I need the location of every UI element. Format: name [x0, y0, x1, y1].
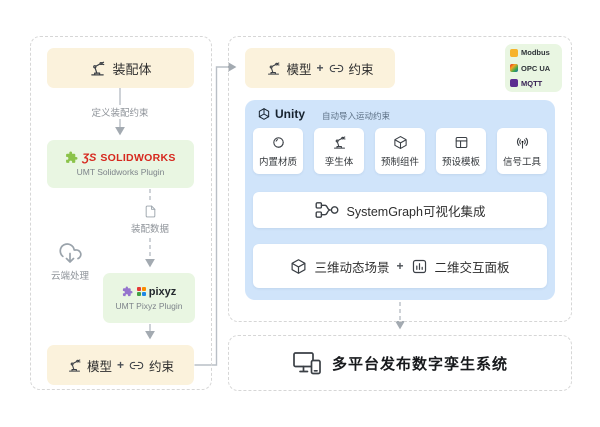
module-prefab-components: 预制组件	[375, 128, 425, 174]
bar-chart-icon	[411, 258, 428, 275]
solidworks-plugin-box: ƷS SOLIDWORKS UMT Solidworks Plugin	[47, 140, 194, 188]
solidworks-logo-text: SOLIDWORKS	[100, 151, 176, 164]
module-label: 信号工具	[502, 156, 541, 168]
constraint-label: 约束	[348, 62, 374, 77]
robot-arm-icon	[332, 135, 347, 150]
scene-3d-label: 三维动态场景	[314, 260, 390, 275]
material-sphere-icon	[271, 135, 286, 150]
module-built-in-materials: 内置材质	[253, 128, 303, 174]
model-constraint-output-box: 模型 + 约束	[47, 345, 194, 385]
solidworks-plugin-subtitle: UMT Solidworks Plugin	[76, 167, 165, 177]
puzzle-icon	[122, 286, 133, 297]
robot-arm-icon	[89, 60, 106, 77]
protocol-label: MQTT	[521, 78, 543, 88]
module-signal-tools: 信号工具	[497, 128, 547, 174]
modbus-icon	[510, 48, 518, 57]
panel-2d-label: 二维交互面板	[434, 260, 510, 275]
model-constraint-input-box: 模型 + 约束	[245, 48, 395, 88]
publish-label: 多平台发布数字孪生系统	[331, 355, 508, 373]
link-icon	[329, 61, 344, 76]
solidworks-logo: ƷS SOLIDWORKS	[65, 151, 175, 164]
plus-sign: +	[396, 259, 404, 273]
protocol-modbus: Modbus	[505, 46, 562, 59]
puzzle-icon	[65, 151, 78, 164]
mqtt-icon	[510, 79, 518, 88]
module-label: 预制组件	[380, 156, 419, 168]
robot-arm-icon	[67, 358, 82, 373]
cloud-download-icon	[58, 241, 82, 265]
constraint-label: 约束	[149, 359, 175, 374]
auto-import-note: 自动导入运动约束	[322, 111, 391, 121]
protocol-label: Modbus	[521, 48, 550, 58]
pixyz-plugin-box: pixyz UMT Pixyz Plugin	[103, 273, 195, 323]
cube-icon	[290, 258, 307, 275]
unity-logo-text: Unity	[275, 107, 305, 121]
multi-device-icon	[292, 350, 322, 376]
assembly-data-label: 装配数据	[130, 224, 169, 235]
model-label: 模型	[286, 62, 312, 77]
module-label: 内置材质	[258, 156, 297, 168]
right-panel	[228, 36, 572, 322]
module-label: 孪生体	[324, 156, 354, 168]
link-icon	[129, 358, 144, 373]
module-digital-twin: 孪生体	[314, 128, 364, 174]
node-graph-icon	[315, 201, 339, 219]
plus-sign: +	[116, 358, 124, 372]
document-icon	[144, 205, 157, 218]
unity-cube-icon	[257, 107, 271, 121]
robot-arm-icon	[266, 61, 281, 76]
left-panel	[30, 36, 212, 390]
pixyz-logo: pixyz	[122, 285, 177, 298]
publish-panel: 多平台发布数字孪生系统	[228, 335, 572, 391]
module-preset-templates: 预设模板	[436, 128, 486, 174]
opcua-icon	[510, 64, 518, 72]
cube-icon	[393, 135, 408, 150]
signal-antenna-icon	[515, 135, 530, 150]
assembly-box: 装配体	[47, 48, 194, 88]
protocols-box: Modbus OPC UA MQTT	[505, 44, 562, 92]
systemgraph-label: SystemGraph可视化集成	[346, 204, 486, 219]
pixyz-logo-icon	[136, 287, 146, 296]
template-grid-icon	[454, 135, 469, 150]
pixyz-logo-text: pixyz	[148, 285, 177, 298]
protocol-label: OPC UA	[521, 63, 551, 73]
define-constraints-label: 定义装配约束	[70, 105, 170, 119]
module-label: 预设模板	[441, 156, 480, 168]
protocol-mqtt: MQTT	[505, 77, 562, 90]
model-label: 模型	[86, 359, 112, 374]
unity-logo: Unity	[257, 106, 305, 122]
cloud-processing-label: 云端处理	[50, 271, 89, 282]
systemgraph-box: SystemGraph可视化集成	[253, 192, 547, 228]
unity-outputs-box: 三维动态场景 + 二维交互面板	[253, 244, 547, 288]
assembly-data-label-group: 装配数据	[128, 203, 172, 237]
protocol-opcua: OPC UA	[505, 62, 562, 75]
plus-sign: +	[316, 61, 324, 75]
assembly-label: 装配体	[112, 61, 152, 77]
pixyz-plugin-subtitle: UMT Pixyz Plugin	[115, 300, 183, 311]
dassault-logo-mark: ƷS	[82, 151, 97, 164]
cloud-processing-group: 云端处理	[44, 241, 96, 282]
